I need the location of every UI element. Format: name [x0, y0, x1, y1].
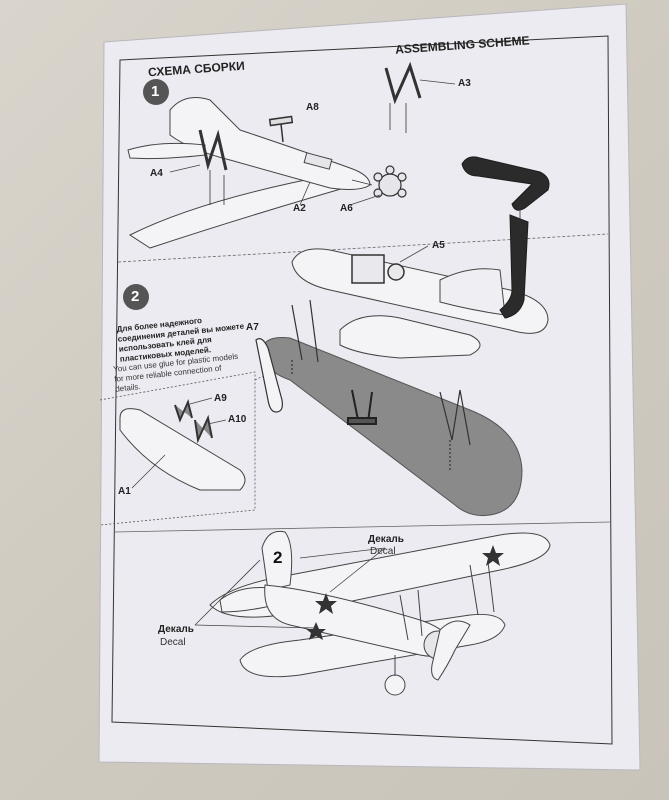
step2-number: 2: [131, 288, 140, 305]
step1-badge: [143, 79, 169, 105]
part-a5-cabane: [351, 254, 405, 284]
part-a7-propeller: [255, 338, 283, 413]
decal-leaders: [194, 547, 386, 629]
label-a4: A4: [150, 168, 163, 179]
part-a9-a10: [174, 398, 213, 444]
part-leaders: [131, 79, 456, 489]
step2-landing-gear: [347, 389, 377, 425]
decal-label-ru-top: Декаль: [368, 534, 404, 545]
divider-step1: [117, 233, 609, 263]
final-struts: [394, 561, 495, 676]
border-frame: [111, 35, 613, 745]
decal-label-en-left: Decal: [160, 637, 186, 648]
part-a3-strut: [384, 61, 422, 105]
decal-label-en-top: Decal: [370, 546, 396, 557]
step1-number: 1: [151, 83, 160, 100]
display-stand: [461, 156, 550, 319]
label-a6: A6: [340, 203, 353, 214]
label-a10: A10: [228, 414, 247, 425]
decal-label-ru-left: Декаль: [158, 624, 194, 635]
part-a4-strut: [198, 129, 228, 171]
detail-box-a1: [99, 371, 256, 526]
step2-lower-wing: [261, 337, 523, 516]
divider-step2: [114, 521, 611, 533]
label-a1: A1: [118, 486, 131, 497]
part-a6-engine: [373, 165, 407, 198]
label-a9: A9: [214, 393, 227, 404]
decal-stars: [306, 545, 504, 640]
step1-airframe: [127, 97, 371, 249]
label-a2: A2: [293, 203, 306, 214]
step2-fuselage: [339, 315, 481, 359]
a6-arrow: [351, 179, 373, 186]
step2-badge: [123, 284, 149, 310]
final-aircraft: [209, 530, 551, 696]
detail-a1-wing: [119, 408, 246, 491]
part-a8: [268, 115, 294, 143]
label-a5: A5: [432, 240, 445, 251]
tail-number: 2: [273, 548, 283, 567]
label-a8: A8: [306, 102, 319, 113]
label-a7: A7: [246, 322, 259, 333]
step2-struts: [291, 299, 471, 470]
label-a3: A3: [458, 78, 471, 89]
